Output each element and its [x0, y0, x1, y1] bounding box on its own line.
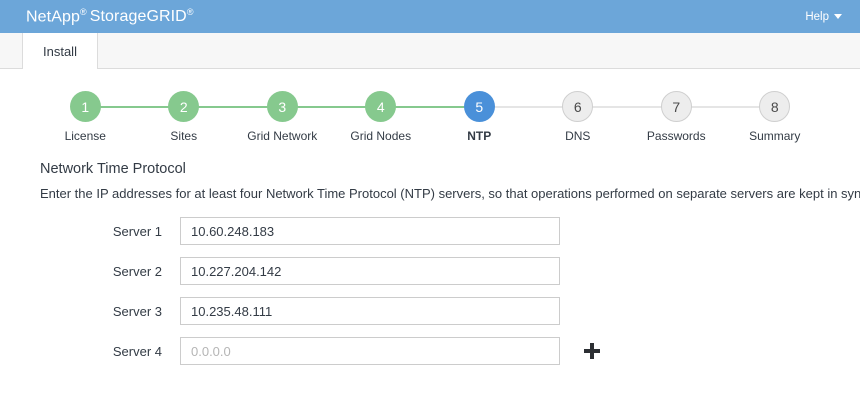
help-label: Help	[805, 10, 829, 23]
server-row: Server 4	[40, 337, 824, 365]
step-number-badge: 2	[168, 91, 200, 122]
server-row: Server 1	[40, 217, 824, 245]
app-header: NetApp®StorageGRID® Help	[0, 0, 860, 33]
step-label: NTP	[467, 129, 492, 143]
step-label: Summary	[749, 129, 801, 143]
step-connector-line	[479, 106, 578, 108]
server-1-input[interactable]	[180, 217, 560, 245]
page-description: Enter the IP addresses for at least four…	[40, 186, 860, 201]
step-connector-line	[282, 106, 381, 108]
step-label: Sites	[170, 129, 198, 143]
ntp-servers-form: Server 1 Server 2 Server 3 Server 4	[40, 217, 824, 365]
main-content: Network Time Protocol Enter the IP addre…	[0, 153, 860, 365]
step-connector-line	[676, 106, 775, 108]
help-menu[interactable]: Help	[805, 11, 848, 23]
brand-registered-mark-1: ®	[79, 6, 87, 17]
tab-install[interactable]: Install	[22, 33, 98, 69]
step-number-badge: 1	[69, 91, 101, 122]
step-connector-line	[577, 106, 677, 108]
brand-registered-mark-2: ®	[186, 6, 194, 17]
brand-netapp: NetApp	[26, 8, 80, 26]
server-label: Server 1	[112, 223, 162, 239]
step-connector-line	[183, 106, 283, 108]
step-label: Grid Network	[247, 129, 318, 143]
server-label: Server 2	[112, 263, 162, 279]
add-server-button[interactable]	[584, 343, 600, 359]
step-label: Passwords	[646, 129, 706, 143]
step-number-badge: 5	[463, 91, 495, 122]
step-label: Grid Nodes	[350, 129, 412, 143]
tab-bar: Install	[0, 33, 860, 69]
page-title: Network Time Protocol	[40, 161, 186, 177]
server-label: Server 3	[112, 303, 162, 319]
server-row: Server 3	[40, 297, 824, 325]
brand-logo: NetApp®StorageGRID®	[26, 7, 194, 26]
server-3-input[interactable]	[180, 297, 560, 325]
server-4-input[interactable]	[180, 337, 560, 365]
tab-install-label: Install	[43, 43, 77, 59]
step-label: DNS	[565, 129, 591, 143]
server-label: Server 4	[112, 343, 162, 359]
brand-storagegrid: StorageGRID	[89, 8, 187, 26]
server-2-input[interactable]	[180, 257, 560, 285]
step-number-badge: 4	[365, 91, 397, 122]
chevron-down-icon	[834, 14, 842, 19]
step-label: License	[64, 129, 106, 143]
step-number-badge: 3	[266, 91, 298, 122]
step-connector-line	[85, 106, 184, 108]
step-connector-line	[380, 106, 480, 108]
step-number-badge: 6	[562, 91, 594, 122]
step-number-badge: 8	[759, 91, 791, 122]
server-row: Server 2	[40, 257, 824, 285]
step-number-badge: 7	[660, 91, 692, 122]
